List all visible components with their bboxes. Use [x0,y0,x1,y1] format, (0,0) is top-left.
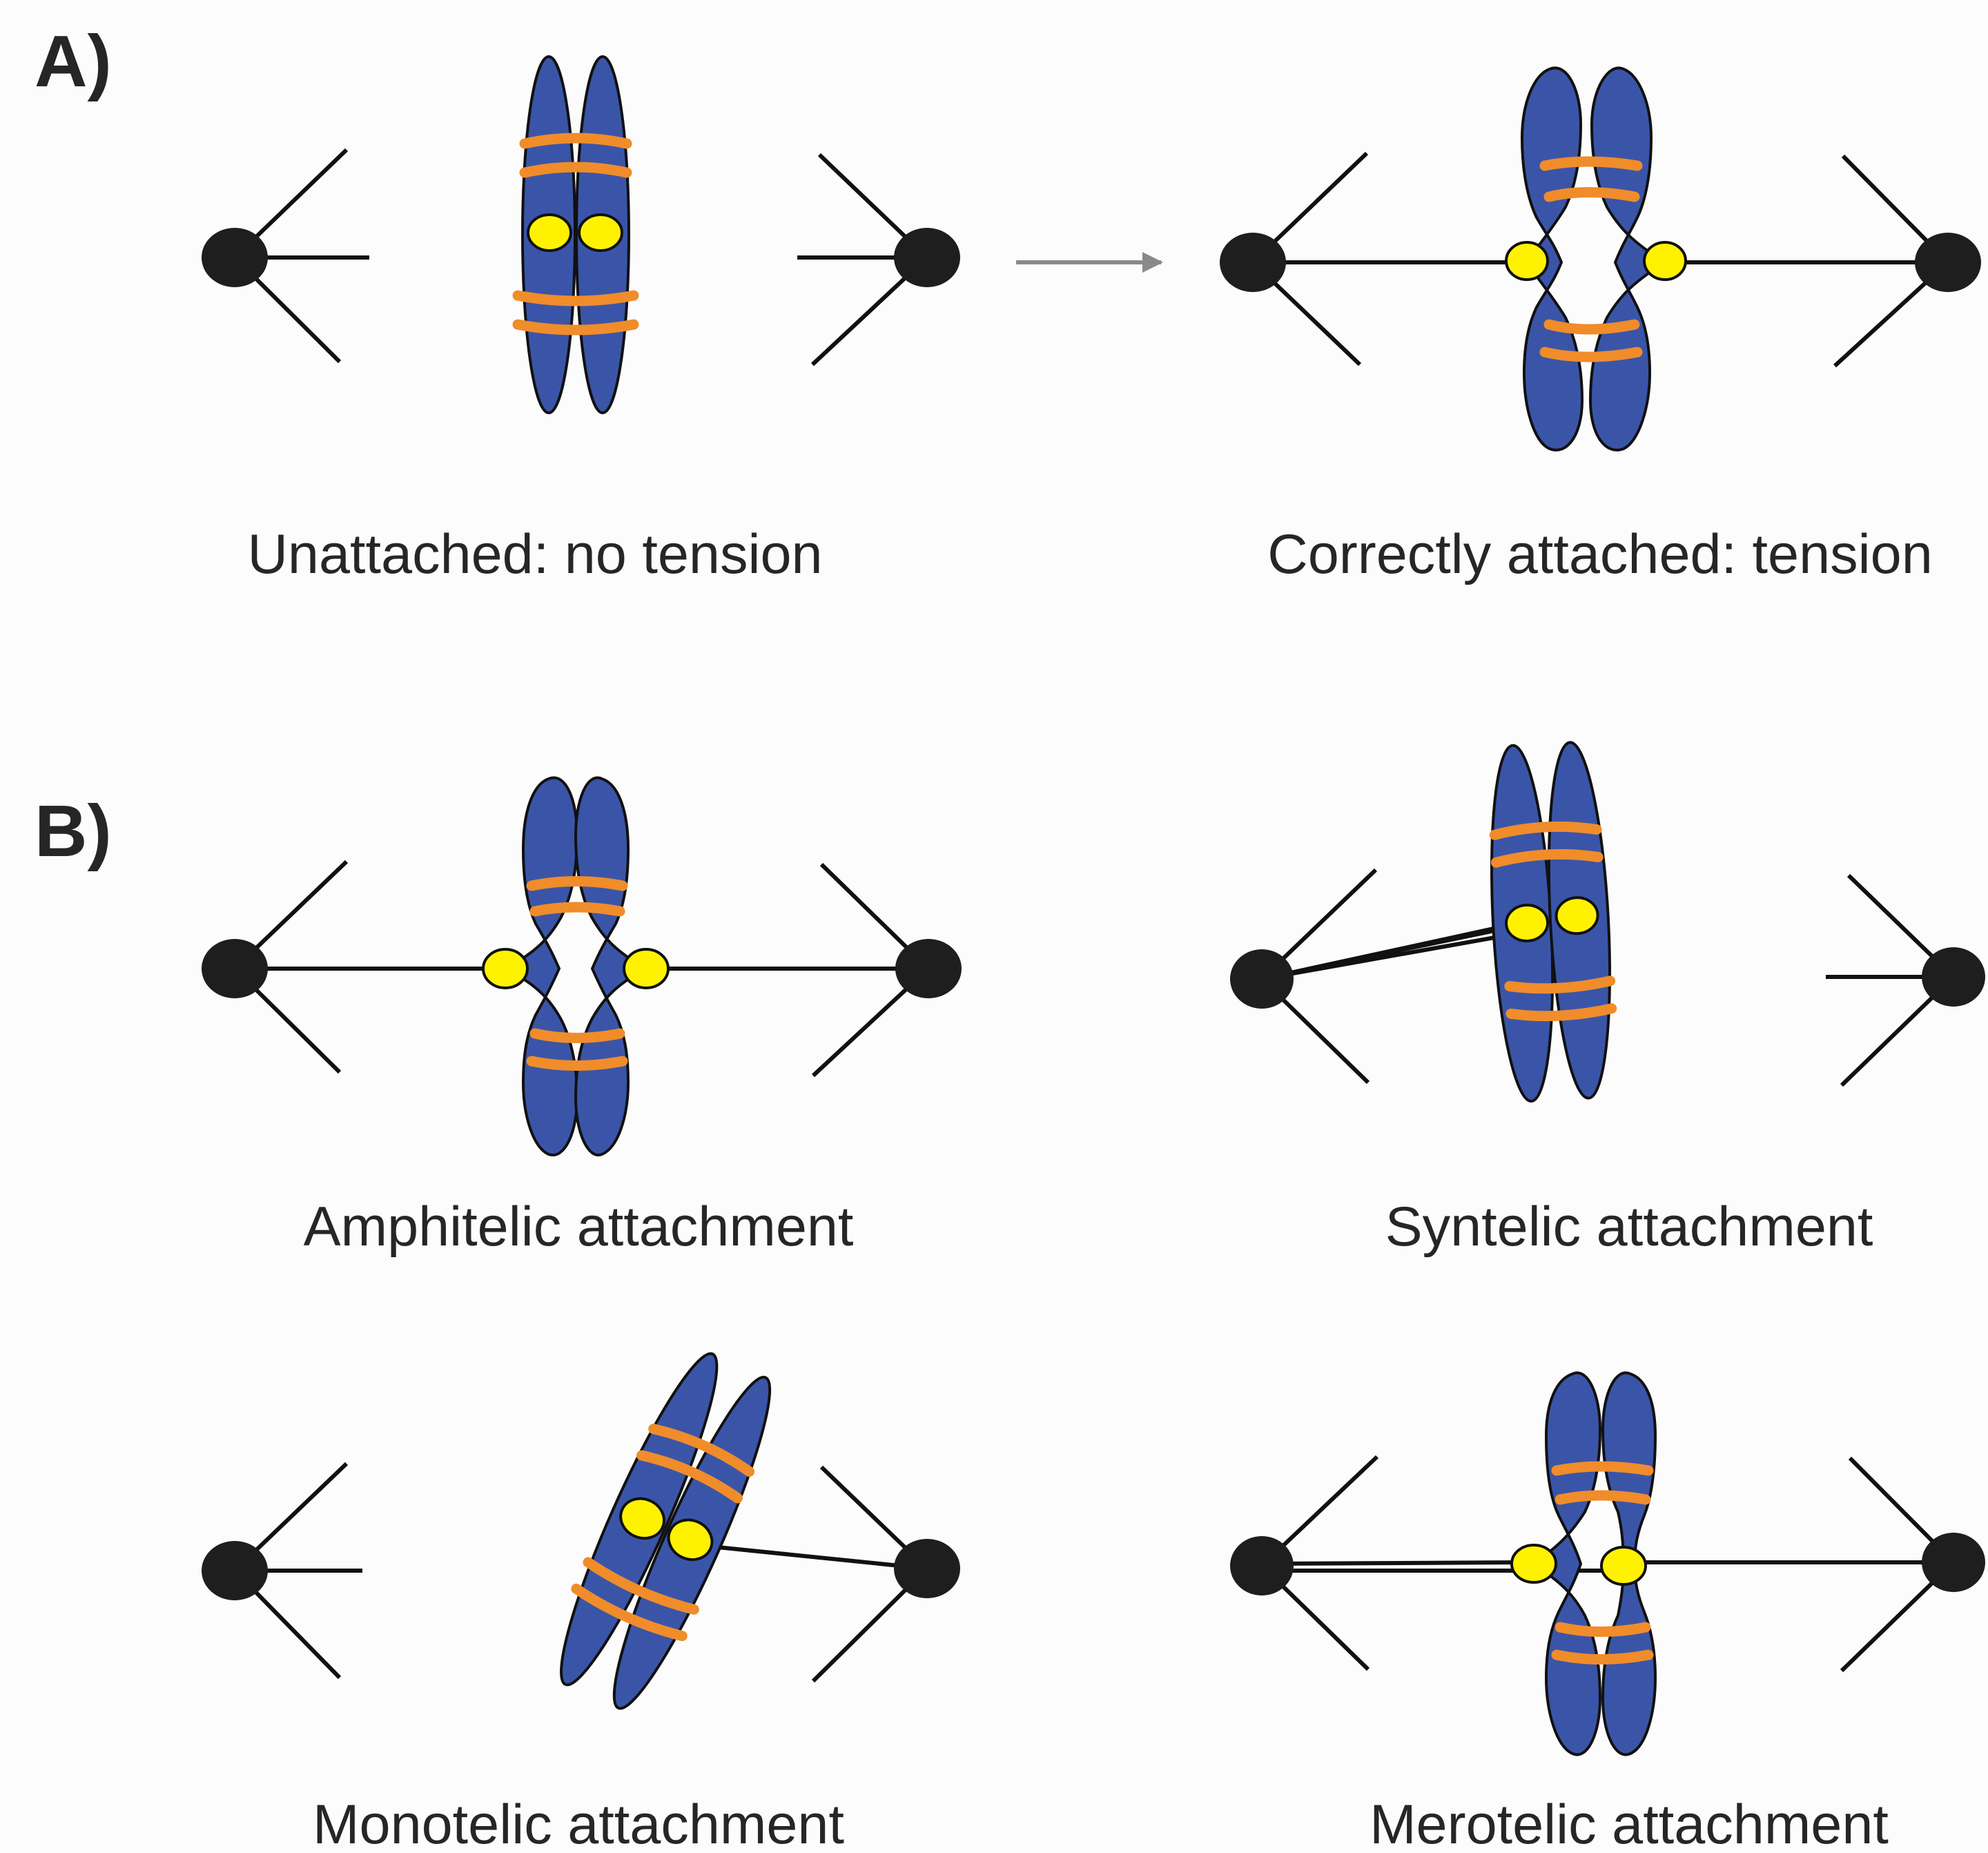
kinetochore [623,948,670,989]
kinetochore [1643,241,1687,281]
spindle-pole-right [1833,154,1981,368]
monotelic-scenario: Monotelic attachment [202,1352,960,1853]
kinetochore [1600,1546,1647,1586]
merotelic-scenario: Merotelic attachment [1230,1371,1985,1853]
spindle-pole-right [811,862,962,1078]
spindle-pole-left [1230,868,1378,1085]
spindle-pole-right [811,1465,960,1683]
spindle-pole-left [1220,151,1369,367]
caption-unattached: Unattached: no tension [247,523,822,585]
caption-monotelic: Monotelic attachment [313,1794,844,1853]
kinetochore [527,213,572,252]
chromosome [512,55,639,414]
panel-b-label: B) [35,790,112,872]
kinetochore [482,948,529,989]
amphitelic-scenario: Amphitelic attachment [202,776,962,1258]
spindle-pole-left [1230,1455,1379,1671]
spindle-pole-left [202,1462,362,1680]
spindle-pole-left [202,148,369,364]
kinetochore [667,1518,714,1562]
correctly-attached-scenario: Correctly attached: tension [1220,66,1981,585]
spindle-pole-left [202,860,349,1074]
unattached-scenario: Unattached: no tension [202,55,960,585]
spindle-pole-right [797,153,960,367]
kinetochore [1555,896,1599,935]
panel-a-label: A) [35,21,112,102]
caption-syntelic: Syntelic attachment [1385,1196,1873,1258]
caption-amphitelic: Amphitelic attachment [304,1196,854,1258]
kinetochore [1505,241,1549,281]
kinetochore [578,213,623,252]
syntelic-scenario: Syntelic attachment [1230,741,1985,1258]
kinetochore [619,1497,665,1540]
chromosome [1510,1371,1657,1756]
caption-correctly-attached: Correctly attached: tension [1267,523,1933,585]
chromosome [560,1352,772,1710]
chromosome [1489,741,1617,1103]
spindle-pole-right [1826,873,1985,1087]
chromosome [482,776,670,1156]
kinetochore [1510,1544,1557,1584]
caption-merotelic: Merotelic attachment [1370,1794,1889,1853]
kinetochore [1505,903,1550,943]
spindle-pole-right [1840,1456,1985,1673]
chromosome [1505,66,1687,452]
